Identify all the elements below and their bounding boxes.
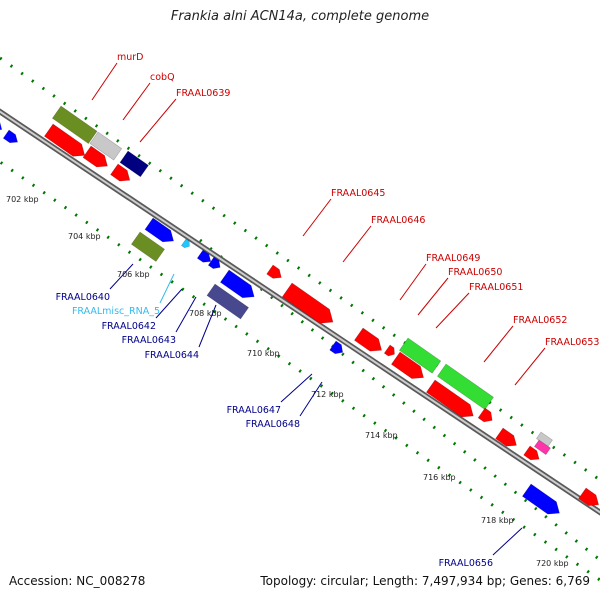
gene-arrow[interactable]	[110, 163, 134, 186]
scale-lines	[0, 56, 600, 582]
gene-labels-reverse: FRAAL0640FRAALmisc_RNA_5FRAAL0642FRAAL06…	[56, 263, 523, 569]
genome-backbone	[0, 110, 600, 514]
gene-arrow[interactable]	[219, 269, 258, 303]
gene-arrow[interactable]	[207, 256, 223, 272]
gene-arrow[interactable]	[383, 344, 397, 358]
kbp-tick-label: 720 kbp	[536, 559, 569, 568]
gene-label[interactable]: FRAAL0644	[145, 350, 199, 361]
callout-line	[155, 288, 183, 319]
gene-label[interactable]: murD	[117, 52, 144, 63]
accession-text: Accession: NC_008278	[9, 574, 146, 588]
kbp-tick-label: 712 kbp	[311, 390, 344, 399]
gene-labels-forward: murD cobQFRAAL0639FRAAL0645FRAAL0646FRAAL…	[91, 52, 599, 386]
gene-label[interactable]: FRAAL0652	[513, 315, 567, 326]
gene-arrow[interactable]	[533, 439, 551, 456]
callout-line	[280, 373, 313, 403]
callout-line	[159, 273, 175, 304]
gene-label[interactable]: FRAAL0647	[227, 405, 281, 416]
callout-line	[139, 98, 177, 143]
gene-features	[0, 105, 600, 519]
callout-line	[435, 292, 470, 329]
gene-arrow[interactable]	[89, 131, 123, 161]
callout-line	[299, 381, 323, 417]
gene-arrow[interactable]	[0, 117, 5, 134]
callout-line	[175, 296, 197, 333]
gene-label[interactable]: FRAAL0649	[426, 253, 480, 264]
gene-arrow[interactable]	[206, 283, 250, 320]
callout-line	[91, 62, 118, 101]
callout-line	[342, 225, 372, 263]
callout-line	[514, 347, 546, 386]
gene-arrow[interactable]	[390, 351, 427, 384]
gene-label[interactable]: FRAALmisc_RNA_5	[72, 306, 160, 317]
gene-label[interactable]: FRAAL0646	[371, 215, 425, 226]
kbp-tick-label: 708 kbp	[189, 309, 222, 318]
callout-line	[122, 82, 151, 121]
map-title: Frankia alni ACN14a, complete genome	[170, 9, 430, 24]
kbp-tick-label: 710 kbp	[247, 349, 280, 358]
gene-arrow[interactable]	[425, 379, 477, 422]
gene-arrow[interactable]	[398, 337, 442, 374]
kbp-tick-label: 706 kbp	[117, 270, 150, 279]
kbp-ticks: 702 kbp 704 kbp 706 kbp 708 kbp 710 kbp 712 k…	[6, 195, 569, 568]
gene-arrow[interactable]	[130, 231, 165, 262]
gene-arrow[interactable]	[521, 483, 563, 519]
gene-arrow[interactable]	[43, 123, 89, 162]
callout-line	[417, 277, 449, 316]
gene-label[interactable]: FRAAL0656	[439, 558, 493, 569]
gene-arrow[interactable]	[266, 264, 285, 282]
gene-arrow[interactable]	[523, 445, 543, 464]
callout-line	[483, 325, 514, 363]
gene-arrow[interactable]	[51, 105, 98, 144]
gene-label[interactable]: FRAAL0650	[448, 267, 502, 278]
gene-arrow[interactable]	[82, 145, 112, 172]
kbp-tick-label: 714 kbp	[365, 431, 398, 440]
gene-label[interactable]: cobQ	[150, 72, 175, 83]
gene-label[interactable]: FRAAL0648	[246, 419, 300, 430]
gene-label[interactable]: FRAAL0651	[469, 282, 523, 293]
kbp-tick-label: 702 kbp	[6, 195, 39, 204]
gene-arrow[interactable]	[477, 407, 496, 425]
gene-arrow[interactable]	[180, 238, 191, 250]
gene-label[interactable]: FRAAL0642	[102, 321, 156, 332]
kbp-tick-label: 704 kbp	[68, 232, 101, 241]
gene-arrow[interactable]	[281, 282, 338, 329]
gene-arrow[interactable]	[353, 327, 386, 356]
callout-line	[399, 263, 427, 301]
gene-arrow[interactable]	[2, 129, 20, 146]
gene-arrow[interactable]	[196, 249, 213, 266]
gene-label[interactable]: FRAAL0653	[545, 337, 599, 348]
gene-arrow[interactable]	[144, 217, 178, 247]
callout-line	[302, 198, 332, 237]
callout-line	[492, 527, 523, 556]
genome-summary-text: Topology: circular; Length: 7,497,934 bp…	[260, 574, 590, 588]
callout-line	[198, 304, 217, 348]
kbp-tick-label: 718 kbp	[481, 516, 514, 525]
gene-arrow[interactable]	[578, 487, 600, 510]
gene-arrow[interactable]	[119, 150, 149, 178]
callout-line	[109, 263, 134, 290]
kbp-tick-label: 716 kbp	[423, 473, 456, 482]
gene-label[interactable]: FRAAL0639	[176, 88, 230, 99]
gene-arrow[interactable]	[329, 340, 346, 357]
gene-label[interactable]: FRAAL0645	[331, 188, 385, 199]
gene-label[interactable]: FRAAL0643	[122, 335, 176, 346]
gene-label[interactable]: FRAAL0640	[56, 292, 110, 303]
scale-dotted-line	[0, 56, 600, 482]
gene-arrow[interactable]	[495, 427, 521, 451]
